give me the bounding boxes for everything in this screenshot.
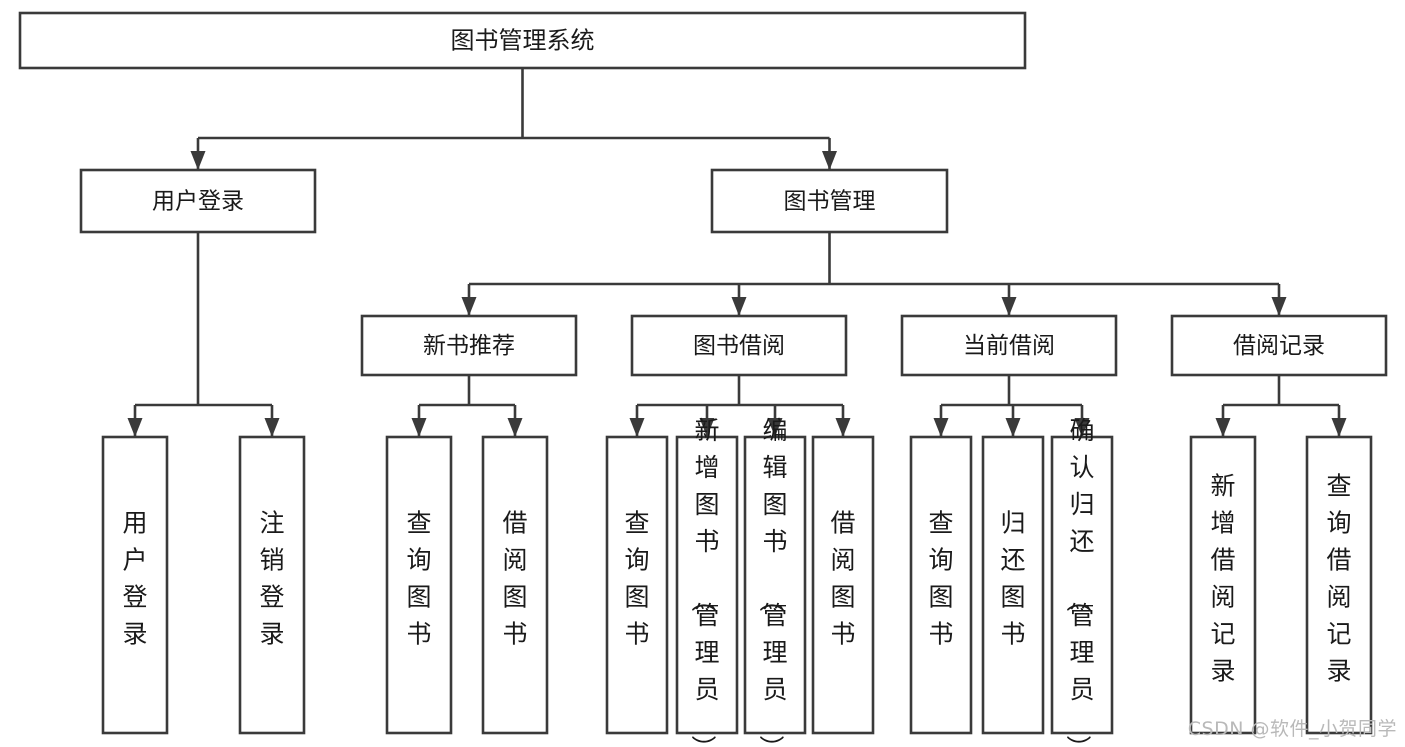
book-borrow-box[interactable] bbox=[630, 314, 848, 377]
leaf-confirm-return-box[interactable] bbox=[1050, 435, 1114, 735]
node-leaf-user-logout[interactable]: 注销登录 bbox=[238, 435, 306, 735]
leaf-query-book-1-box[interactable] bbox=[385, 435, 453, 735]
new-book-recommend-label: 新书推荐 bbox=[423, 333, 515, 359]
current-borrow-label: 当前借阅 bbox=[963, 333, 1055, 359]
arrow-head-icon bbox=[190, 151, 206, 170]
leaf-edit-book-label: 编辑图书（管理员） bbox=[756, 416, 787, 747]
node-current-borrow[interactable]: 当前借阅 bbox=[900, 314, 1118, 377]
node-book-borrow[interactable]: 图书借阅 bbox=[630, 314, 848, 377]
root-box[interactable] bbox=[18, 11, 1027, 70]
node-leaf-confirm-return[interactable]: 确认归还（管理员） bbox=[1050, 416, 1114, 747]
arrow-head-icon bbox=[1215, 418, 1231, 437]
node-user-login[interactable]: 用户登录 bbox=[79, 168, 317, 234]
leaf-query-book-1-label: 查询图书 bbox=[406, 509, 431, 649]
arrow-head-icon bbox=[731, 297, 747, 316]
arrow-head-icon bbox=[822, 151, 837, 170]
book-manage-label: 图书管理 bbox=[784, 189, 876, 215]
current-borrow-box[interactable] bbox=[900, 314, 1118, 377]
arrow-head-icon bbox=[461, 297, 477, 316]
arrow-head-icon bbox=[264, 418, 280, 437]
node-leaf-user-login[interactable]: 用户登录 bbox=[101, 435, 169, 735]
book-borrow-label: 图书借阅 bbox=[693, 333, 785, 359]
leaf-add-book-label: 新增图书（管理员） bbox=[688, 416, 719, 747]
node-leaf-return-book[interactable]: 归还图书 bbox=[981, 435, 1045, 735]
leaf-user-login-box[interactable] bbox=[101, 435, 169, 735]
arrow-head-icon bbox=[1271, 297, 1287, 316]
borrow-record-box[interactable] bbox=[1170, 314, 1388, 377]
arrow-head-icon bbox=[507, 418, 523, 437]
arrow-head-icon bbox=[1005, 418, 1021, 437]
leaf-return-book-label: 归还图书 bbox=[1000, 509, 1025, 649]
leaf-borrow-book-2-box[interactable] bbox=[811, 435, 875, 735]
arrow-head-icon bbox=[411, 418, 427, 437]
leaf-query-book-2-box[interactable] bbox=[605, 435, 669, 735]
leaf-user-logout-label: 注销登录 bbox=[259, 509, 284, 649]
leaf-add-book-box[interactable] bbox=[675, 435, 739, 735]
leaf-query-record-label: 查询借阅记录 bbox=[1326, 472, 1351, 686]
level1-layer: 用户登录 图书管理 bbox=[79, 168, 949, 234]
leaf-add-record-box[interactable] bbox=[1189, 435, 1257, 735]
root-label: 图书管理系统 bbox=[451, 27, 595, 55]
node-new-book-recommend[interactable]: 新书推荐 bbox=[360, 314, 578, 377]
leaf-query-record-box[interactable] bbox=[1305, 435, 1373, 735]
leaf-borrow-book-2-label: 借阅图书 bbox=[830, 509, 855, 649]
node-leaf-add-record[interactable]: 新增借阅记录 bbox=[1189, 435, 1257, 735]
leaf-borrow-book-1-label: 借阅图书 bbox=[502, 509, 527, 649]
node-leaf-query-book-1[interactable]: 查询图书 bbox=[385, 435, 453, 735]
node-leaf-borrow-book-2[interactable]: 借阅图书 bbox=[811, 435, 875, 735]
arrow-head-icon bbox=[835, 418, 851, 437]
node-leaf-borrow-book-1[interactable]: 借阅图书 bbox=[481, 435, 549, 735]
user-login-box[interactable] bbox=[79, 168, 317, 234]
csdn-watermark: CSDN @软件_小贺同学 bbox=[1187, 718, 1397, 740]
leaf-return-book-box[interactable] bbox=[981, 435, 1045, 735]
arrow-head-icon bbox=[1331, 418, 1347, 437]
arrow-head-icon bbox=[1074, 418, 1090, 437]
node-root-system[interactable]: 图书管理系统 bbox=[18, 11, 1027, 70]
node-leaf-add-book[interactable]: 新增图书（管理员） bbox=[675, 416, 739, 747]
user-login-label: 用户登录 bbox=[152, 189, 244, 215]
leaf-confirm-return-label: 确认归还（管理员） bbox=[1063, 416, 1094, 747]
arrow-head-icon bbox=[629, 418, 645, 437]
level2-layer: 新书推荐 图书借阅 当前借阅 借阅记录 bbox=[360, 314, 1388, 377]
arrow-head-icon bbox=[767, 418, 783, 437]
arrow-head-icon bbox=[1001, 297, 1017, 316]
new-book-recommend-box[interactable] bbox=[360, 314, 578, 377]
arrow-head-icon bbox=[127, 418, 143, 437]
node-book-manage[interactable]: 图书管理 bbox=[710, 168, 949, 234]
leaf-query-book-2-label: 查询图书 bbox=[624, 509, 649, 649]
leaf-borrow-book-1-box[interactable] bbox=[481, 435, 549, 735]
connector-layer bbox=[127, 68, 1347, 437]
borrow-record-label: 借阅记录 bbox=[1233, 333, 1325, 359]
leaf-add-record-label: 新增借阅记录 bbox=[1210, 472, 1235, 686]
arrow-head-icon bbox=[933, 418, 949, 437]
node-leaf-query-record[interactable]: 查询借阅记录 bbox=[1305, 435, 1373, 735]
node-leaf-query-book-3[interactable]: 查询图书 bbox=[909, 435, 973, 735]
leaf-edit-book-box[interactable] bbox=[743, 435, 807, 735]
leaf-query-book-3-box[interactable] bbox=[909, 435, 973, 735]
book-manage-box[interactable] bbox=[710, 168, 949, 234]
node-leaf-query-book-2[interactable]: 查询图书 bbox=[605, 435, 669, 735]
leaf-user-login-label: 用户登录 bbox=[122, 509, 147, 649]
node-leaf-edit-book[interactable]: 编辑图书（管理员） bbox=[743, 416, 807, 747]
node-borrow-record[interactable]: 借阅记录 bbox=[1170, 314, 1388, 377]
leaf-query-book-3-label: 查询图书 bbox=[928, 509, 953, 649]
leaf-user-logout-box[interactable] bbox=[238, 435, 306, 735]
leaf-layer: 用户登录 注销登录 查询图书 借阅图书 查询图书 新增图书（管理员） 编辑图书（管理员） 借阅… bbox=[101, 416, 1373, 747]
arrow-head-icon bbox=[699, 418, 715, 437]
